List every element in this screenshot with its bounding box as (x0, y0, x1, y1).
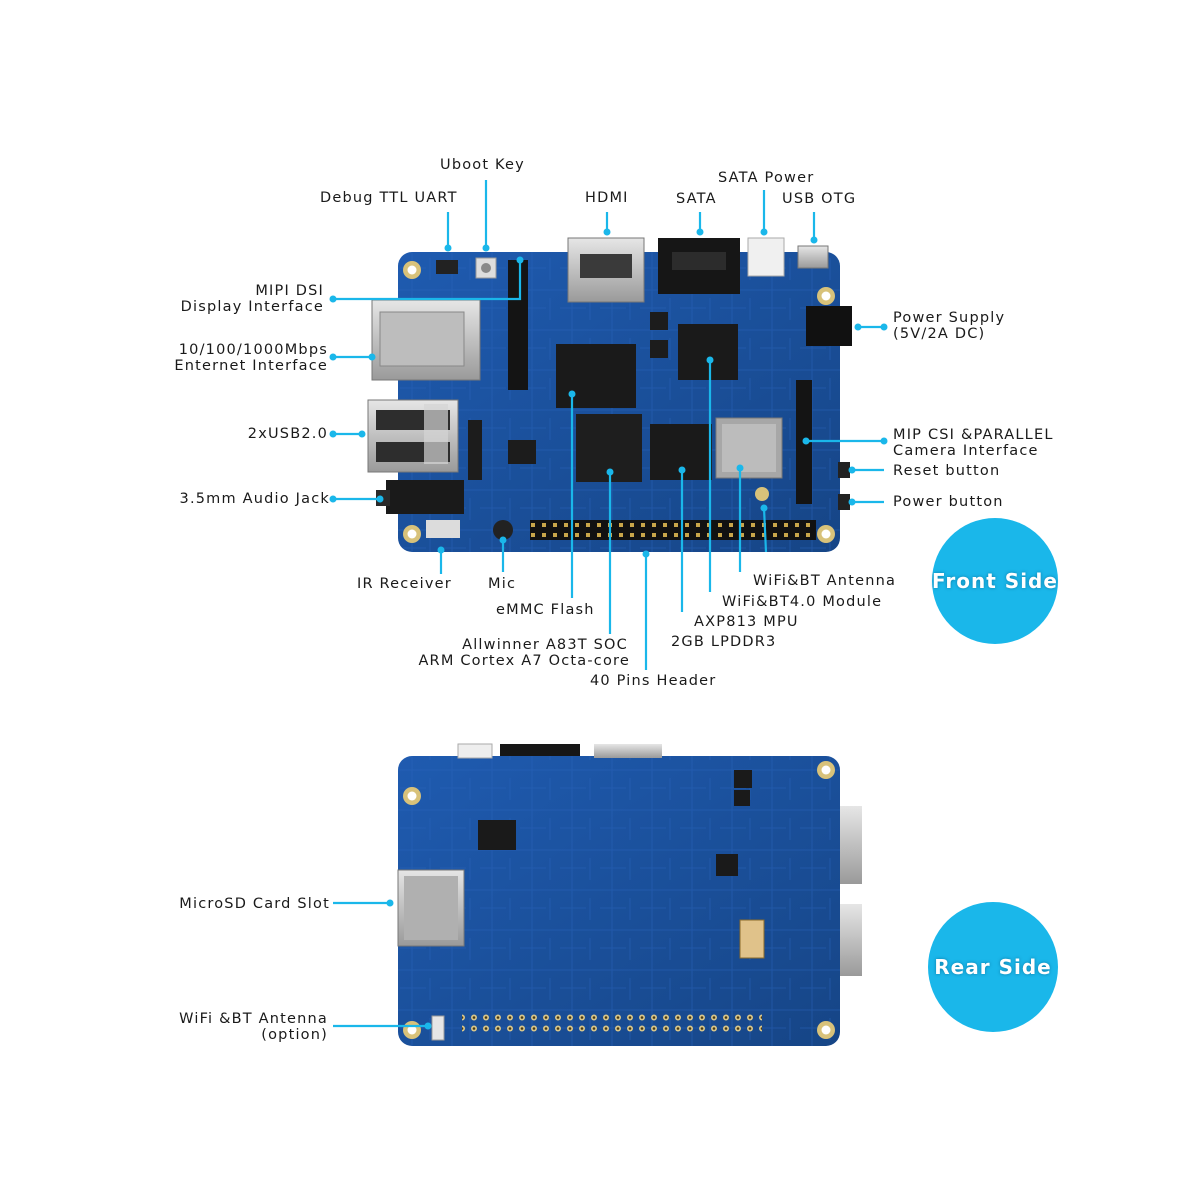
sata-power-connector (748, 238, 784, 276)
label-wifi-module: WiFi&BT4.0 Module (722, 594, 882, 610)
label-csi-line2: Camera Interface (893, 443, 1054, 459)
label-power-supply-line1: Power Supply (893, 310, 1005, 326)
label-lpddr3: 2GB LPDDR3 (671, 634, 776, 650)
label-microsd: MicroSD Card Slot (150, 896, 330, 912)
label-emmc: eMMC Flash (496, 602, 595, 618)
label-ethernet: 10/100/1000Mbps Enternet Interface (140, 342, 328, 374)
rear-board (398, 744, 862, 1046)
label-rear-antenna: WiFi &BT Antenna (option) (150, 1011, 328, 1043)
label-debug-uart: Debug TTL UART (320, 190, 458, 206)
label-ethernet-line1: 10/100/1000Mbps (140, 342, 328, 358)
label-usb2: 2xUSB2.0 (200, 426, 328, 442)
label-power-button: Power button (893, 494, 1004, 510)
label-power-supply: Power Supply (5V/2A DC) (893, 310, 1005, 342)
label-soc-line1: Allwinner A83T SOC (400, 637, 630, 653)
front-side-badge: Front Side (932, 518, 1058, 644)
label-mipi-dsi: MIPI DSI Display Interface (150, 283, 324, 315)
label-csi-line1: MIP CSI &PARALLEL (893, 427, 1054, 443)
rear-side-badge-text: Rear Side (934, 955, 1051, 979)
reset-button-hw (838, 462, 850, 478)
ethernet-port (372, 300, 480, 380)
label-rear-antenna-line2: (option) (150, 1027, 328, 1043)
hdmi-port (568, 238, 644, 302)
label-sata: SATA (676, 191, 717, 207)
label-soc: Allwinner A83T SOC ARM Cortex A7 Octa-co… (400, 637, 630, 669)
antenna-connector (755, 487, 769, 501)
label-axp813: AXP813 MPU (694, 614, 799, 630)
label-audio-jack: 3.5mm Audio Jack (150, 491, 330, 507)
label-mipi-dsi-line1: MIPI DSI (150, 283, 324, 299)
label-mipi-dsi-line2: Display Interface (150, 299, 324, 315)
microsd-slot (398, 870, 464, 946)
usb2-ports (368, 400, 458, 472)
label-ir-receiver: IR Receiver (357, 576, 452, 592)
front-side-badge-text: Front Side (932, 569, 1058, 593)
label-ethernet-line2: Enternet Interface (140, 358, 328, 374)
power-jack (806, 306, 852, 346)
debug-uart-header (436, 260, 458, 274)
usb-otg-port (798, 246, 828, 268)
rear-side-badge: Rear Side (928, 902, 1058, 1032)
label-power-supply-line2: (5V/2A DC) (893, 326, 1005, 342)
rear-antenna-connector (432, 1016, 444, 1040)
wifi-module (716, 418, 782, 478)
power-button-hw (838, 494, 850, 510)
emmc-chip (556, 344, 636, 408)
label-usb-otg: USB OTG (782, 191, 856, 207)
axp813-chip (678, 324, 738, 380)
label-csi: MIP CSI &PARALLEL Camera Interface (893, 427, 1054, 459)
label-uboot-key: Uboot Key (440, 157, 525, 173)
label-wifi-antenna: WiFi&BT Antenna (753, 573, 896, 589)
ir-receiver (426, 520, 460, 538)
mipi-dsi-connector (508, 260, 528, 390)
label-rear-antenna-line1: WiFi &BT Antenna (150, 1011, 328, 1027)
label-hdmi: HDMI (585, 190, 629, 206)
audio-jack (376, 480, 464, 514)
label-soc-line2: ARM Cortex A7 Octa-core (400, 653, 630, 669)
label-reset-button: Reset button (893, 463, 1000, 479)
label-pins-header: 40 Pins Header (590, 673, 716, 689)
sata-port (658, 238, 740, 294)
label-mic: Mic (488, 576, 516, 592)
label-sata-power: SATA Power (718, 170, 814, 186)
